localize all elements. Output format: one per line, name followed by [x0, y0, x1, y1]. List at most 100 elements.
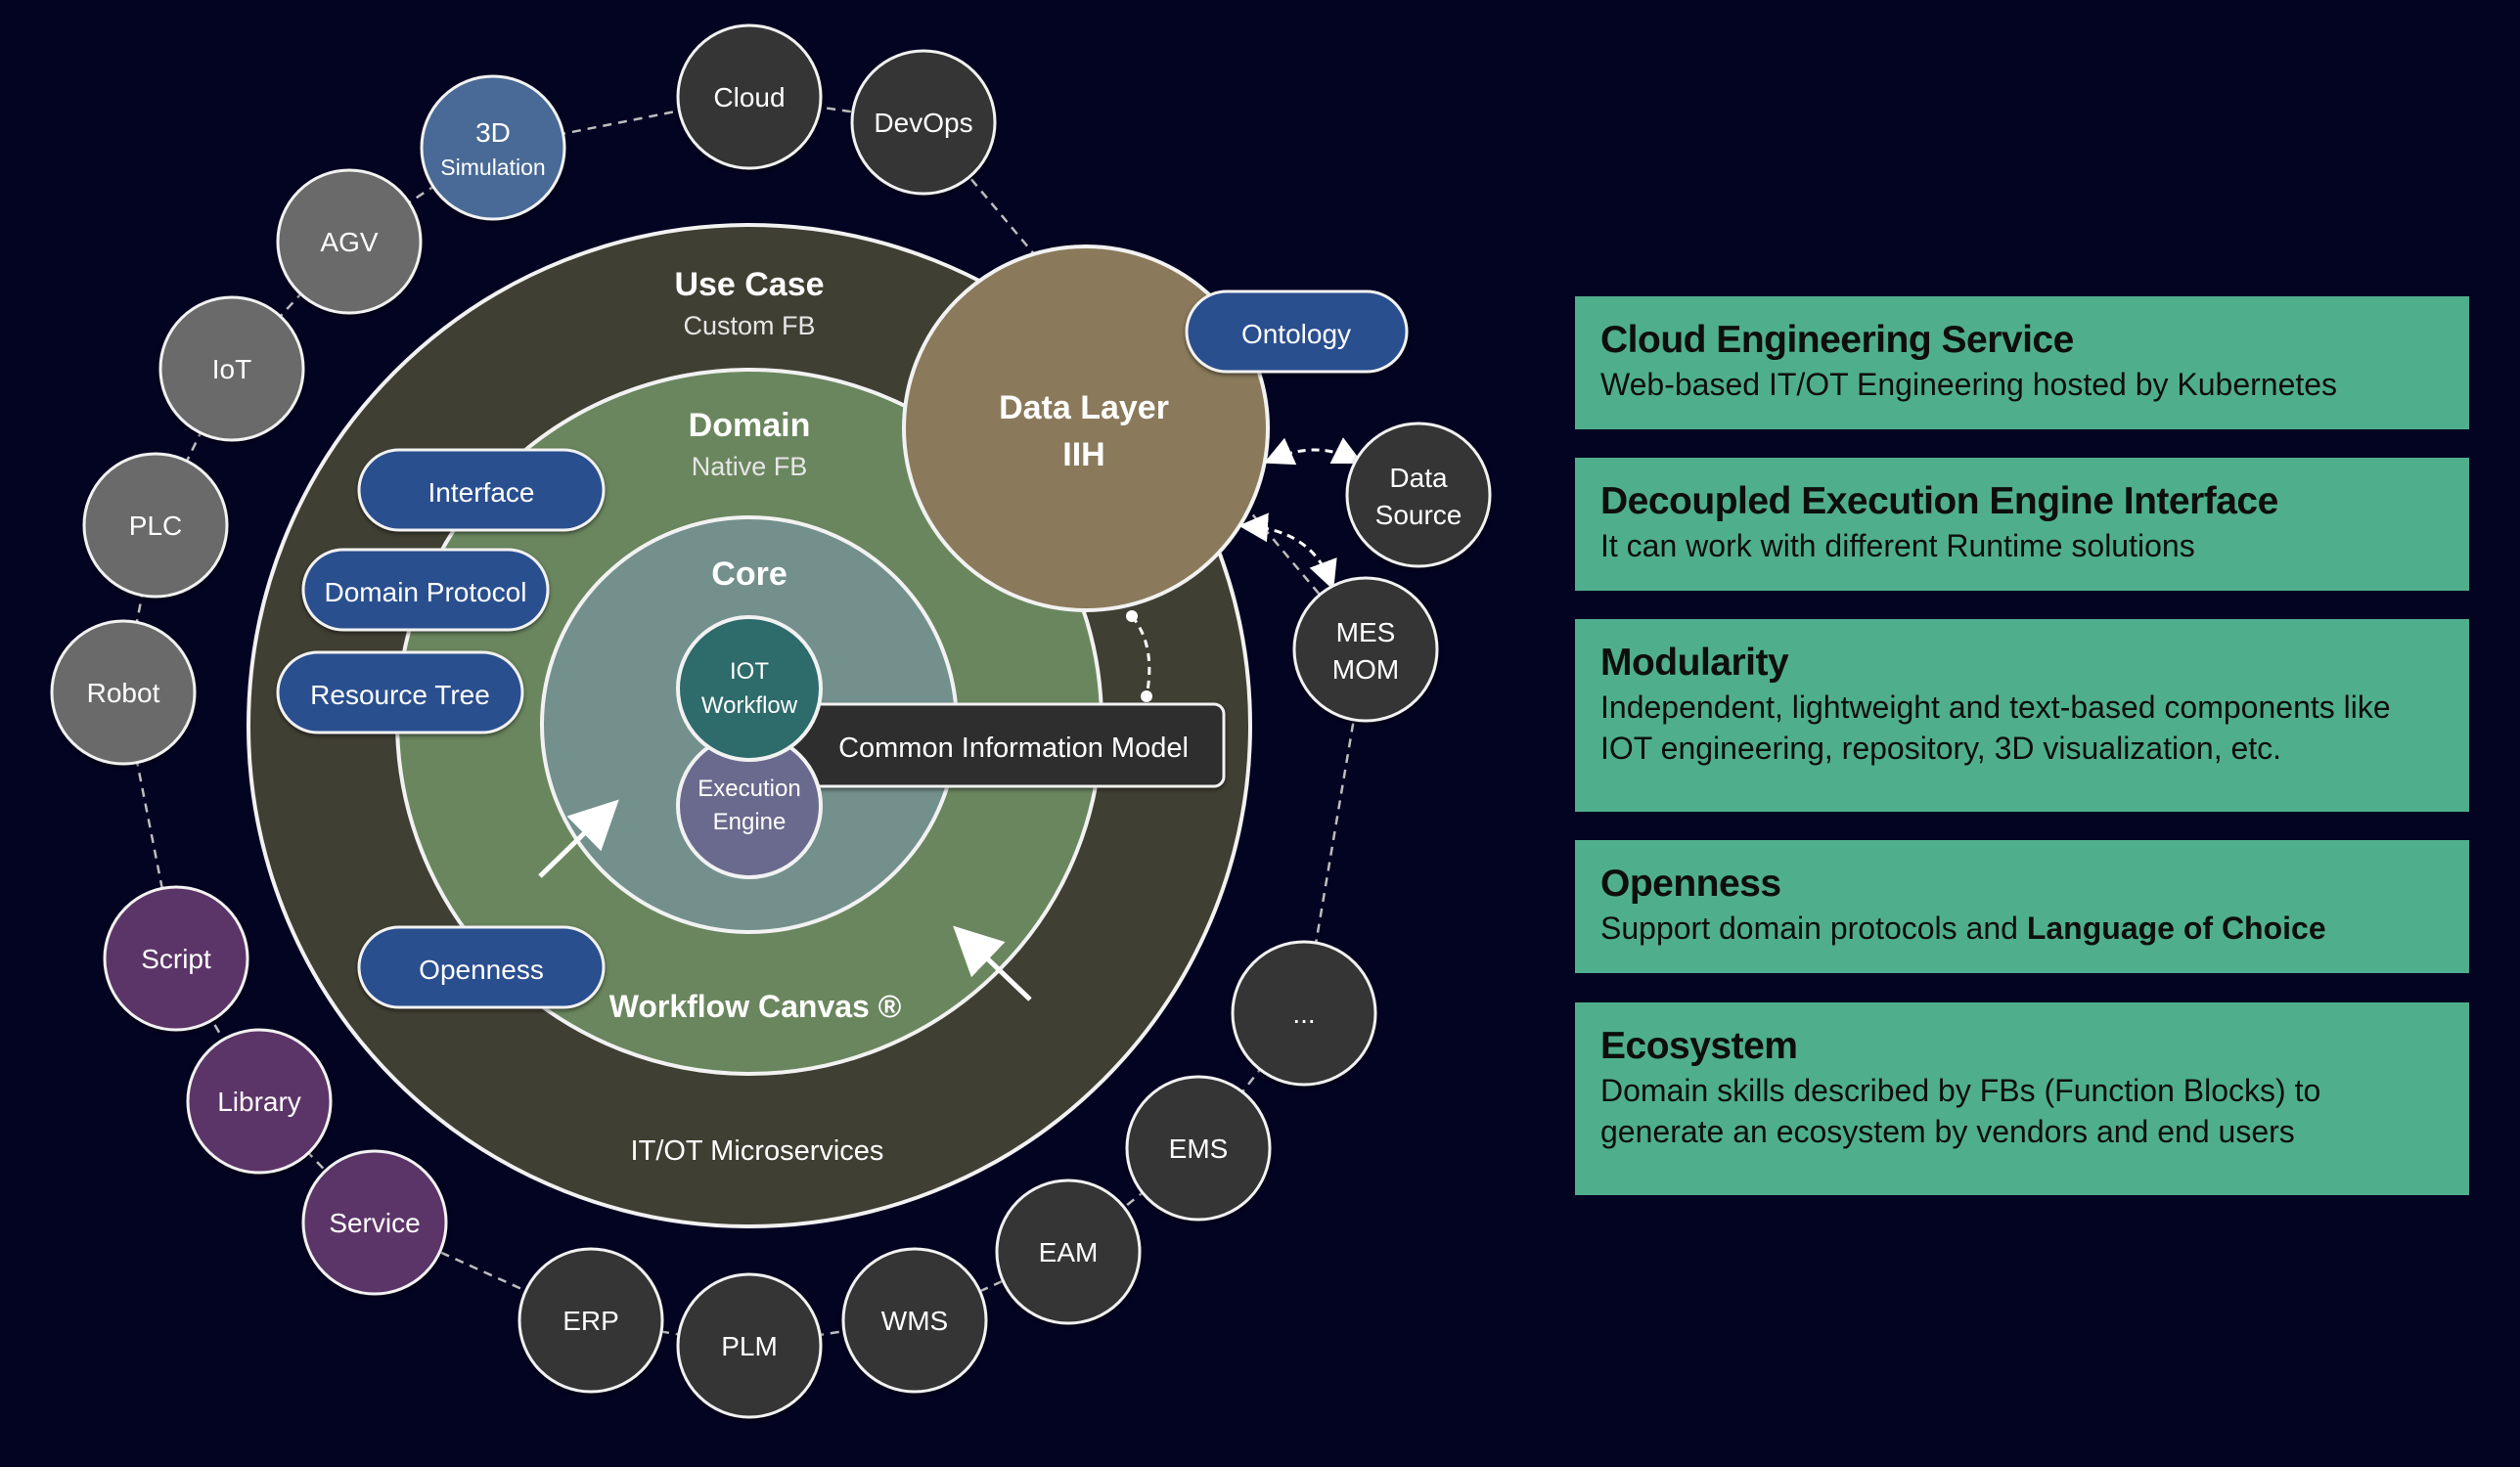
core-title: Core: [711, 556, 787, 593]
feature-desc: Support domain protocols and Language of…: [1600, 908, 2444, 949]
satellite-label: Cloud: [713, 82, 785, 112]
openness-label: Openness: [419, 955, 544, 985]
satellite-circle: [1345, 422, 1492, 568]
satellite-circle: [841, 1247, 988, 1394]
iot-workflow-line-1: IOT: [730, 658, 769, 685]
domain-title: Domain: [689, 407, 811, 444]
satellite-erp: ERP: [518, 1247, 664, 1394]
satellite-label: IoT: [212, 354, 251, 384]
domain-subtitle: Native FB: [692, 452, 808, 481]
feature-modularity: Modularity Independent, lightweight and …: [1575, 619, 2469, 812]
satellite-mes-mom: MES MOM: [1292, 576, 1439, 723]
satellite-cloud: Cloud: [676, 23, 823, 170]
resource-tree-pill: Resource Tree: [276, 650, 524, 734]
ontology-pill: Ontology: [1185, 289, 1409, 374]
arrow-into-domain: [953, 925, 1032, 1001]
satellite-agv: AGV: [276, 168, 423, 315]
data-layer-cim-connector: [1130, 615, 1151, 697]
feature-desc: Domain skills described by FBs (Function…: [1600, 1073, 2321, 1149]
microservices-label: IT/OT Microservices: [631, 1135, 884, 1167]
satellite-circle: [103, 885, 249, 1032]
satellite-label: Library: [217, 1087, 301, 1117]
satellite-label: Source: [1375, 500, 1462, 530]
use-case-title: Use Case: [674, 266, 824, 303]
satellite-circle: [1125, 1075, 1272, 1222]
satellite-robot: Robot: [50, 619, 197, 766]
connector-dot-bottom: [1141, 690, 1152, 702]
feature-title: Ecosystem: [1600, 1025, 1798, 1067]
common-information-model-label: Common Information Model: [838, 733, 1189, 764]
satellite-label: ERP: [562, 1306, 619, 1336]
satellite-label: MES: [1336, 617, 1396, 647]
architecture-diagram: Use Case Custom FB Domain Native FB Core…: [50, 23, 1492, 1419]
satellite-circle: [676, 23, 823, 170]
interface-label: Interface: [428, 477, 535, 508]
satellite-service: Service: [301, 1149, 448, 1296]
feature-desc-bold: Language of Choice: [2026, 911, 2326, 946]
satellite-ems: EMS: [1125, 1075, 1272, 1222]
feature-ecosystem: Ecosystem Domain skills described by FBs…: [1575, 1002, 2469, 1195]
data-layer-circle: [902, 244, 1270, 612]
feature-title: Cloud Engineering Service: [1600, 319, 2074, 361]
satellite-devops: DevOps: [850, 49, 997, 196]
satellite-label: MOM: [1332, 654, 1399, 685]
satellite-circle: [82, 452, 229, 599]
interface-pill: Interface: [357, 448, 606, 532]
satellite-label: Script: [141, 944, 211, 974]
satellite-label: PLM: [721, 1331, 778, 1361]
satellite-label: AGV: [320, 227, 378, 257]
execution-engine-line-1: Execution: [698, 776, 800, 802]
satellite-label: EAM: [1039, 1237, 1099, 1267]
mes-mom-link: [1238, 512, 1337, 591]
resource-tree-label: Resource Tree: [310, 680, 490, 710]
feature-openness: Openness Support domain protocols and La…: [1575, 840, 2469, 973]
satellite-plc: PLC: [82, 452, 229, 599]
satellite-circle: [850, 49, 997, 196]
satellite-more: ...: [1231, 940, 1377, 1087]
satellite-plm: PLM: [676, 1272, 823, 1419]
satellite-label: EMS: [1169, 1134, 1229, 1164]
satellite-eam: EAM: [995, 1178, 1142, 1325]
feature-desc: Web-based IT/OT Engineering hosted by Ku…: [1600, 367, 2338, 402]
satellite-library: Library: [186, 1028, 333, 1175]
feature-title: Modularity: [1600, 642, 1789, 684]
satellite-circle: [50, 619, 197, 766]
satellite-circle: [301, 1149, 448, 1296]
iot-workflow-line-2: Workflow: [701, 692, 798, 719]
feature-title: Decoupled Execution Engine Interface: [1600, 480, 2278, 522]
satellite-circle: [676, 1272, 823, 1419]
satellite-label: 3D: [475, 117, 511, 148]
feature-cloud-engineering: Cloud Engineering Service Web-based IT/O…: [1575, 296, 2469, 429]
satellite-label: ...: [1292, 999, 1315, 1029]
satellite-iot: IoT: [158, 295, 305, 442]
execution-engine-line-2: Engine: [713, 809, 787, 835]
domain-protocol-pill: Domain Protocol: [301, 548, 550, 632]
iot-workflow-node: [676, 615, 823, 762]
satellite-circle: [518, 1247, 664, 1394]
satellite-circle: [1231, 940, 1377, 1087]
feature-desc: Independent, lightweight and text-based …: [1600, 689, 2391, 766]
openness-pill: Openness: [357, 925, 606, 1009]
workflow-canvas-label: Workflow Canvas ®: [609, 989, 902, 1024]
satellite-circle: [1292, 576, 1439, 723]
domain-protocol-label: Domain Protocol: [325, 577, 527, 607]
satellite-wms: WMS: [841, 1247, 988, 1394]
satellite-script: Script: [103, 885, 249, 1032]
satellite-label: WMS: [881, 1306, 948, 1336]
connector-dot-top: [1126, 610, 1138, 622]
satellite-label: Robot: [87, 678, 160, 708]
use-case-subtitle: Custom FB: [683, 311, 815, 340]
feature-desc-prefix: Support domain protocols and: [1600, 911, 2027, 946]
satellite-label: Data: [1389, 463, 1448, 493]
satellite-label: Service: [329, 1208, 420, 1238]
feature-desc: It can work with different Runtime solut…: [1600, 528, 2195, 563]
satellite-label: DevOps: [874, 108, 972, 138]
satellite-circle: [276, 168, 423, 315]
feature-title: Openness: [1600, 863, 1781, 905]
data-layer-subtitle: IIH: [1062, 436, 1104, 473]
ontology-label: Ontology: [1241, 319, 1351, 349]
satellite-circle: [158, 295, 305, 442]
